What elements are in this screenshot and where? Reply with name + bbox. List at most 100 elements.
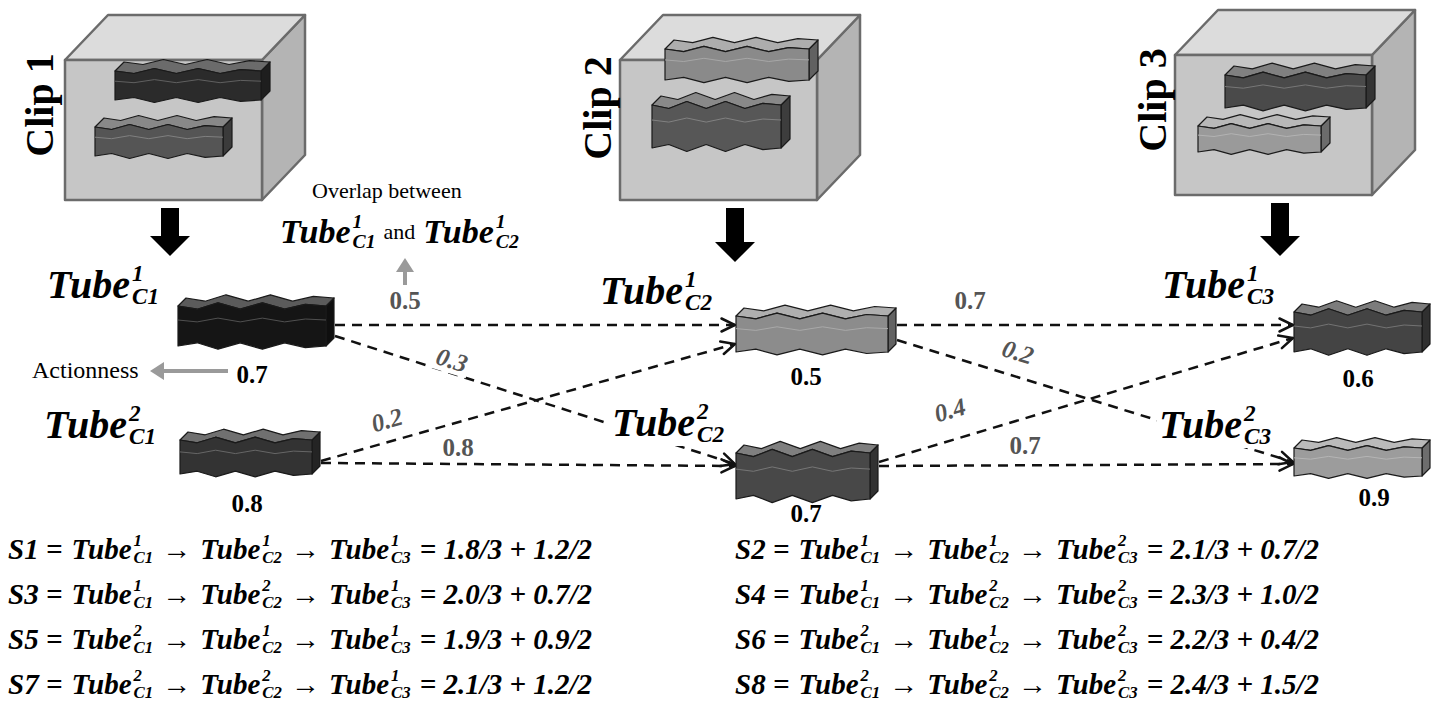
arrow-symbol: → bbox=[1018, 578, 1047, 611]
tube-superscript: 1 bbox=[391, 533, 411, 550]
index-stack: 1C3 bbox=[391, 623, 411, 657]
tube-symbol: Tube1C2 bbox=[423, 212, 519, 251]
tube-name: Tube bbox=[1056, 535, 1116, 564]
actionness-score: 0.6 bbox=[1342, 365, 1373, 392]
tube-shape bbox=[180, 432, 320, 474]
tube-illustration bbox=[178, 295, 334, 349]
index-stack: 2C1 bbox=[861, 623, 881, 657]
tube-symbol: Tube1C2 bbox=[600, 268, 712, 314]
tube-name: Tube bbox=[798, 625, 858, 654]
sequence-score: = 2.1/3 + 0.7/2 bbox=[1147, 533, 1319, 566]
tube-illustration bbox=[1225, 63, 1375, 111]
tube-subscript: C3 bbox=[391, 595, 411, 612]
tube-heading: Tube2C2 bbox=[610, 400, 726, 446]
tube-symbol: Tube1C3 bbox=[329, 623, 411, 657]
score-wrap: 0.7 bbox=[790, 501, 821, 526]
tube-symbol: Tube2C2 bbox=[612, 400, 724, 446]
tube-subscript: C1 bbox=[129, 425, 156, 448]
index-stack: 1C1 bbox=[861, 578, 881, 612]
tube-subscript: C2 bbox=[496, 232, 519, 252]
tube-symbol: Tube1C1 bbox=[280, 212, 376, 251]
tube-symbol: Tube2C3 bbox=[1056, 623, 1138, 657]
clip-front bbox=[1175, 55, 1372, 195]
score-wrap: 0.5 bbox=[790, 364, 821, 389]
index-stack: 2C2 bbox=[697, 400, 724, 446]
tube-symbol: Tube1C2 bbox=[927, 623, 1009, 657]
block-arrow bbox=[150, 208, 190, 256]
tube-superscript: 1 bbox=[262, 623, 282, 640]
index-stack: 2C3 bbox=[1118, 668, 1138, 702]
tube-superscript: 1 bbox=[496, 212, 519, 232]
actionness-score: 0.7 bbox=[236, 361, 267, 388]
tube-ridge bbox=[178, 318, 326, 322]
tube-front bbox=[736, 449, 870, 502]
tube-illustration bbox=[115, 60, 270, 103]
tube-ridge bbox=[652, 118, 781, 122]
index-stack: 1C1 bbox=[134, 578, 154, 612]
tube-symbol: Tube1C1 bbox=[71, 533, 153, 567]
index-stack: 2C2 bbox=[989, 578, 1009, 612]
arrow-symbol: → bbox=[889, 578, 918, 611]
index-stack: 2C2 bbox=[262, 578, 282, 612]
tube-subscript: C1 bbox=[861, 685, 881, 702]
tube-superscript: 2 bbox=[861, 668, 881, 685]
dashed-connector bbox=[879, 464, 1293, 466]
tube-symbol: Tube1C2 bbox=[200, 623, 282, 657]
sequence-score: = 2.0/3 + 0.7/2 bbox=[420, 578, 592, 611]
tube-symbol: Tube2C1 bbox=[44, 402, 156, 448]
index-stack: 2C2 bbox=[989, 668, 1009, 702]
note-wrap: Overlap between bbox=[312, 178, 462, 204]
tube-superscript: 2 bbox=[989, 578, 1009, 595]
tube-ridge bbox=[1225, 85, 1366, 88]
tube-superscript: 2 bbox=[1118, 623, 1138, 640]
leader-arrow bbox=[150, 362, 228, 380]
tube-ridge bbox=[665, 58, 809, 61]
tube-superscript: 2 bbox=[1118, 533, 1138, 550]
overlap-note: Overlap between bbox=[312, 178, 462, 203]
overlap-score: 0.7 bbox=[951, 287, 988, 314]
leader-line bbox=[403, 270, 407, 285]
tube-ridge bbox=[180, 450, 312, 453]
tube-ridge bbox=[736, 467, 870, 471]
tube-ridge bbox=[1294, 456, 1422, 459]
tube-symbol: Tube2C2 bbox=[927, 668, 1009, 702]
tube-symbol: Tube2C1 bbox=[71, 623, 153, 657]
tube-subscript: C1 bbox=[861, 550, 881, 567]
score-wrap: 0.7 bbox=[236, 362, 267, 387]
block-arrow bbox=[715, 208, 755, 262]
tube-name: Tube bbox=[200, 535, 260, 564]
dashed-connector bbox=[321, 463, 735, 466]
tube-shape bbox=[1294, 440, 1430, 476]
tube-heading: Tube2C1 bbox=[42, 402, 158, 448]
tube-name: Tube bbox=[71, 625, 131, 654]
tube-symbol: Tube1C3 bbox=[329, 668, 411, 702]
tube-symbol: Tube2C2 bbox=[200, 668, 282, 702]
tube-name: Tube bbox=[200, 625, 260, 654]
arrow-symbol: → bbox=[291, 578, 320, 611]
tube-symbol: Tube1C1 bbox=[71, 578, 153, 612]
arrow-symbol: → bbox=[291, 623, 320, 656]
overlap-score: 0.4 bbox=[928, 392, 971, 428]
sequence-score: = 1.9/3 + 0.9/2 bbox=[420, 623, 592, 656]
tube-superscript: 1 bbox=[1247, 262, 1274, 285]
sequence-name: S5 = bbox=[8, 623, 62, 656]
clip-box bbox=[620, 15, 860, 200]
tube-superscript: 2 bbox=[989, 668, 1009, 685]
tube-subscript: C2 bbox=[989, 685, 1009, 702]
edge-label-wrap: 0.2 bbox=[366, 403, 409, 437]
tube-superscript: 2 bbox=[262, 668, 282, 685]
tube-subscript: C1 bbox=[134, 595, 154, 612]
index-stack: 1C2 bbox=[496, 212, 519, 251]
connector bbox=[897, 340, 1293, 464]
tube-name: Tube bbox=[200, 670, 260, 699]
connector bbox=[321, 459, 735, 472]
index-stack: 1C3 bbox=[391, 533, 411, 567]
tube-front bbox=[95, 125, 223, 159]
tube-superscript: 2 bbox=[134, 668, 154, 685]
clip-cube bbox=[1175, 10, 1415, 195]
arrow-head bbox=[1280, 458, 1294, 471]
tube-superscript: 1 bbox=[134, 578, 154, 595]
tube-ridge bbox=[736, 327, 888, 331]
tube-name: Tube bbox=[1056, 580, 1116, 609]
tube-name: Tube bbox=[600, 271, 683, 311]
